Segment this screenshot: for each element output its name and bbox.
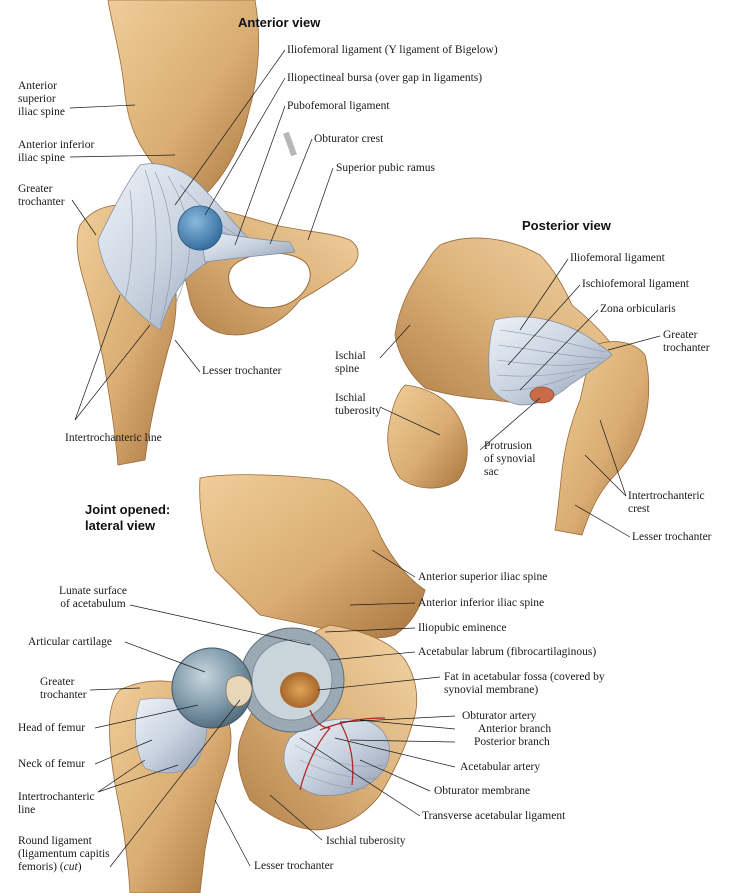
iliopectineal-bursa [177,205,223,251]
lateral-ilium [199,474,426,639]
label-posterior-lesser-trochanter: Lesser trochanter [632,531,712,543]
label-posterior-ischial-spine: Ischial spine [335,350,366,375]
lateral-obturator-membrane [283,718,390,796]
anterior-view-title: Anterior view [238,15,321,30]
label-posterior-greater-trochanter: Greater trochanter [663,329,710,354]
label-lateral-obturator-artery: Obturator artery [462,710,537,722]
posterior-capsule-ligaments [488,316,613,406]
anterior-pubofemoral-ligament [199,229,296,263]
label-posterior-zona-orbicularis: Zona orbicularis [600,303,676,315]
posterior-view-figure [387,237,650,536]
lateral-round-ligament-stump [225,675,253,707]
label-lateral-greater-trochanter: Greater trochanter [40,676,87,701]
label-posterior-ischiofemoral: Ischiofemoral ligament [582,278,689,290]
anterior-pin-mark [283,131,297,157]
label-anterior-iliopectineal-bursa: Iliopectineal bursa (over gap in ligamen… [287,72,483,84]
label-lateral-articular-cartilage: Articular cartilage [28,636,112,648]
synovial-sac-protrusion [529,386,555,404]
label-lateral-obturator-membrane: Obturator membrane [434,785,531,797]
label-lateral-anterior-branch: Anterior branch [478,723,552,735]
label-anterior-intertrochanteric-line: Intertrochanteric line [65,432,162,444]
label-lateral-transverse-acetabular-ligament: Transverse acetabular ligament [422,810,566,822]
label-lateral-ischial-tuberosity: Ischial tuberosity [326,835,406,847]
lateral-view-figure [109,474,426,893]
label-anterior-asis: Anterior superior iliac spine [18,80,65,118]
label-lateral-acetabular-artery: Acetabular artery [460,761,541,773]
posterior-ligament-fibres [496,329,606,391]
label-lateral-aiis: Anterior inferior iliac spine [418,597,545,609]
label-posterior-ischial-tuberosity: Ischial tuberosity [335,392,381,417]
label-lateral-lesser-trochanter: Lesser trochanter [254,860,334,872]
label-anterior-greater-trochanter: Greater trochanter [18,183,65,208]
label-lateral-intertrochanteric-line: Intertrochanteric line [18,791,95,816]
label-anterior-aiis: Anterior inferior iliac spine [18,139,95,164]
label-anterior-superior-pubic-ramus: Superior pubic ramus [336,162,436,174]
label-lateral-round-ligament: Round ligament (ligamentum capitis femor… [18,835,110,873]
anterior-view-figure [76,0,359,466]
label-lateral-acetabular-labrum: Acetabular labrum (fibrocartilaginous) [418,646,597,658]
label-lateral-asis: Anterior superior iliac spine [418,571,548,583]
label-lateral-posterior-branch: Posterior branch [474,736,550,748]
label-anterior-pubofemoral: Pubofemoral ligament [287,100,390,112]
label-posterior-protrusion: Protrusion of synovial sac [484,440,536,478]
label-posterior-intertrochanteric-crest: Intertrochanteric crest [628,490,705,515]
label-anterior-iliofemoral: Iliofemoral ligament (Y ligament of Bige… [287,44,498,56]
lateral-view-title: Joint opened: lateral view [85,502,171,533]
posterior-ischium [387,384,468,489]
label-posterior-iliofemoral: Iliofemoral ligament [570,252,665,264]
lateral-fossa-fat [280,672,320,708]
label-anterior-obturator-crest: Obturator crest [314,133,384,145]
label-lateral-head-of-femur: Head of femur [18,722,86,734]
label-lateral-fat-in-fossa: Fat in acetabular fossa (covered by syno… [444,671,605,696]
label-lateral-neck-of-femur: Neck of femur [18,758,86,770]
label-lateral-lunate-surface: Lunate surface of acetabulum [58,585,127,610]
lateral-arteries [299,709,386,791]
posterior-view-title: Posterior view [522,218,611,233]
leader-lines [69,49,661,868]
posterior-femur [554,341,650,536]
label-lateral-iliopubic-eminence: Iliopubic eminence [418,622,507,634]
label-anterior-lesser-trochanter: Lesser trochanter [202,365,282,377]
anterior-iliofemoral-ligament [97,163,251,331]
anterior-obturator-foramen [228,252,311,309]
